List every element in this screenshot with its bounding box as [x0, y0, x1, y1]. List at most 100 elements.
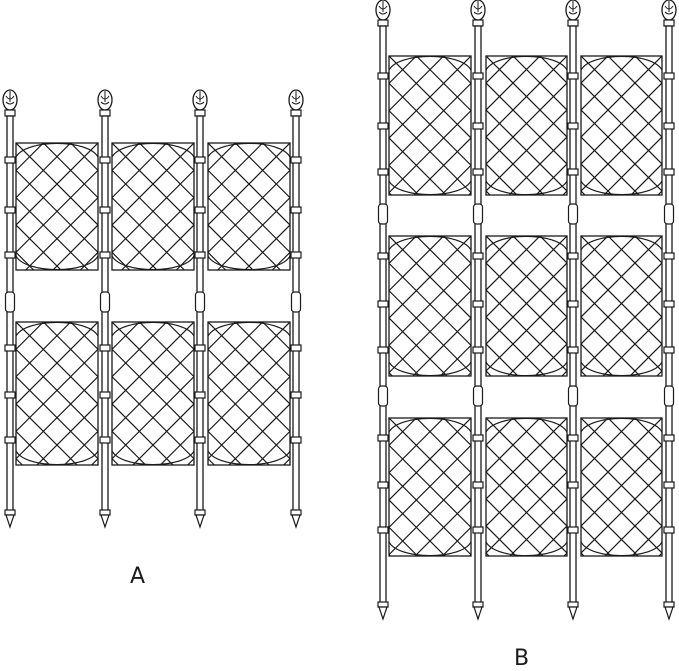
finial-collar	[4, 109, 16, 117]
lattice-line	[112, 322, 194, 405]
lattice-line	[208, 196, 281, 270]
lattice-line	[196, 418, 334, 556]
post-shaft	[101, 115, 109, 515]
lattice-line	[486, 262, 567, 345]
lattice-line	[607, 56, 662, 111]
post-joint	[472, 252, 484, 260]
lattice-line	[634, 418, 662, 446]
lattice-line	[36, 403, 98, 465]
lattice-line	[581, 471, 662, 554]
lattice-line	[221, 143, 348, 270]
lattice-line	[333, 236, 473, 376]
lattice-line	[294, 418, 432, 556]
panel-arch-bottom	[485, 541, 568, 557]
ground-spike	[5, 514, 15, 529]
lattice-line	[112, 251, 131, 270]
lattice-line	[16, 403, 78, 465]
finial-collar	[194, 109, 206, 117]
lattice-line	[389, 418, 445, 474]
post-connector	[377, 203, 389, 225]
post	[2, 89, 18, 529]
post-connector	[99, 291, 111, 313]
panel-frame	[111, 142, 195, 271]
lattice-line	[187, 457, 194, 465]
post-joint	[377, 168, 389, 176]
panel-arch-bottom	[580, 180, 663, 196]
lattice-line	[240, 418, 378, 556]
panel-arch-top	[580, 55, 663, 71]
lattice-line	[581, 236, 662, 318]
panel-arch-top	[388, 235, 472, 251]
lattice-line	[486, 56, 567, 138]
mesh-panel	[15, 142, 99, 271]
post-connector	[290, 291, 302, 313]
post-joint	[663, 300, 675, 308]
lattice-line	[389, 109, 471, 194]
panel-arch-bottom	[485, 361, 568, 377]
lattice-line	[42, 143, 98, 199]
finial-collar	[567, 19, 579, 27]
spike-collar	[472, 601, 484, 608]
post	[97, 89, 113, 529]
panel-arch-bottom	[485, 180, 568, 196]
lattice-line	[389, 289, 471, 374]
panel-arch-bottom	[388, 180, 472, 196]
lattice-line	[16, 143, 72, 199]
lattice-line	[539, 236, 567, 264]
finial-detail	[378, 1, 388, 15]
post-joint	[377, 346, 389, 354]
lattice-line	[439, 344, 471, 376]
post	[470, 0, 486, 621]
panel-arch-top	[485, 55, 568, 71]
lattice-line	[581, 552, 585, 556]
lattice-line	[581, 418, 662, 500]
post-joint	[472, 300, 484, 308]
lattice-line	[112, 169, 194, 254]
lattice-line	[486, 418, 567, 500]
lattice-line	[112, 403, 174, 465]
lattice-line	[486, 56, 514, 84]
mesh-panel	[239, 55, 568, 196]
lattice-line	[581, 444, 662, 527]
lattice-line	[42, 322, 98, 378]
lattice-line	[63, 430, 98, 465]
lattice-line	[389, 82, 471, 167]
post-shaft	[379, 25, 387, 607]
lattice-line	[16, 375, 98, 460]
panel-arch-bottom	[111, 450, 195, 466]
finial-collar	[290, 109, 302, 117]
lattice-line	[121, 196, 194, 270]
lattice-line	[443, 236, 471, 265]
lattice-line	[389, 471, 471, 556]
lattice-line	[239, 56, 378, 195]
post-connector	[472, 203, 484, 225]
lattice-line	[389, 344, 421, 376]
panel-arch-bottom	[15, 255, 99, 271]
post-joint	[377, 300, 389, 308]
lattice-line	[486, 82, 567, 165]
lattice-line	[389, 444, 471, 529]
lattice-line	[486, 289, 567, 372]
lattice-line	[358, 143, 485, 270]
spike-collar	[194, 509, 206, 516]
lattice-line	[389, 236, 390, 237]
lattice-line	[581, 56, 662, 138]
trellis-a	[2, 89, 554, 529]
lattice-line	[195, 56, 334, 195]
lattice-line	[415, 236, 471, 292]
lattice-line	[581, 109, 662, 192]
panel-arch-top	[388, 417, 472, 433]
mesh-panel	[485, 235, 568, 377]
lattice-line	[581, 56, 609, 84]
lattice-line	[345, 143, 472, 270]
lattice-line	[159, 430, 194, 465]
post-joint	[567, 434, 579, 442]
lattice-line	[166, 143, 194, 172]
post-joint	[663, 346, 675, 354]
post	[661, 0, 677, 621]
finial-detail	[664, 1, 674, 15]
lattice-line	[112, 348, 194, 433]
lattice-line	[581, 343, 614, 376]
panel-arch-top	[485, 417, 568, 433]
lattice-line	[427, 143, 554, 270]
